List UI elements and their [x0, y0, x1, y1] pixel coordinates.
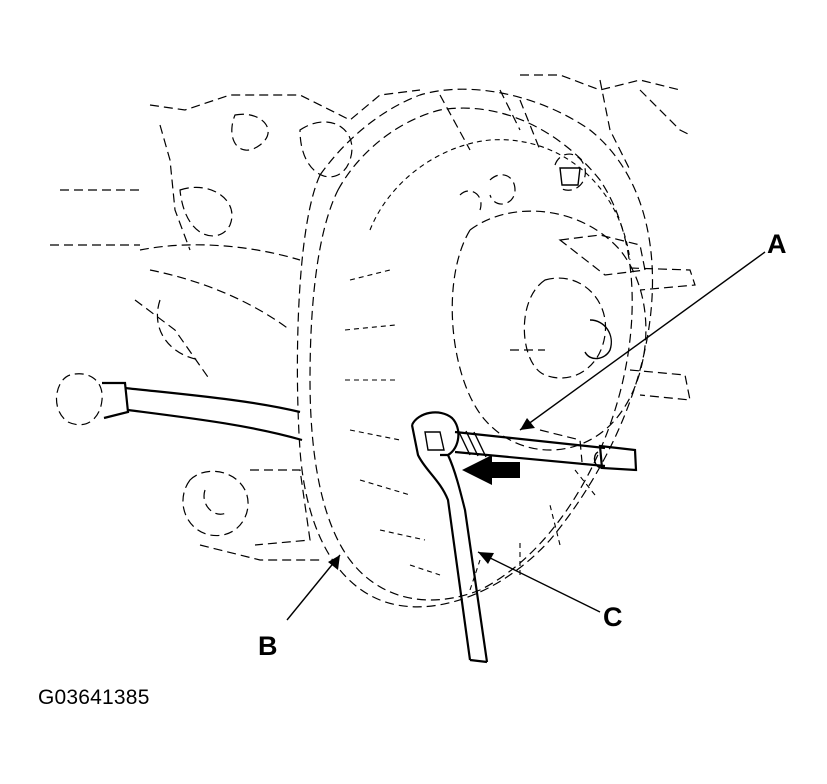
callout-c: C — [603, 602, 623, 632]
callout-b: B — [258, 631, 278, 661]
removal-bolt — [454, 429, 638, 472]
suspension-knuckle-ghost — [50, 74, 691, 381]
caliper-bracket-ghost — [182, 469, 320, 561]
brake-disc — [296, 88, 654, 608]
direction-arrow — [462, 455, 520, 485]
wrench — [410, 411, 489, 664]
wheel-hub — [451, 153, 696, 451]
callout-a: A — [767, 229, 787, 259]
leader-lines — [286, 251, 766, 621]
brake-hose — [55, 373, 303, 442]
figure-id: G03641385 — [38, 686, 150, 709]
